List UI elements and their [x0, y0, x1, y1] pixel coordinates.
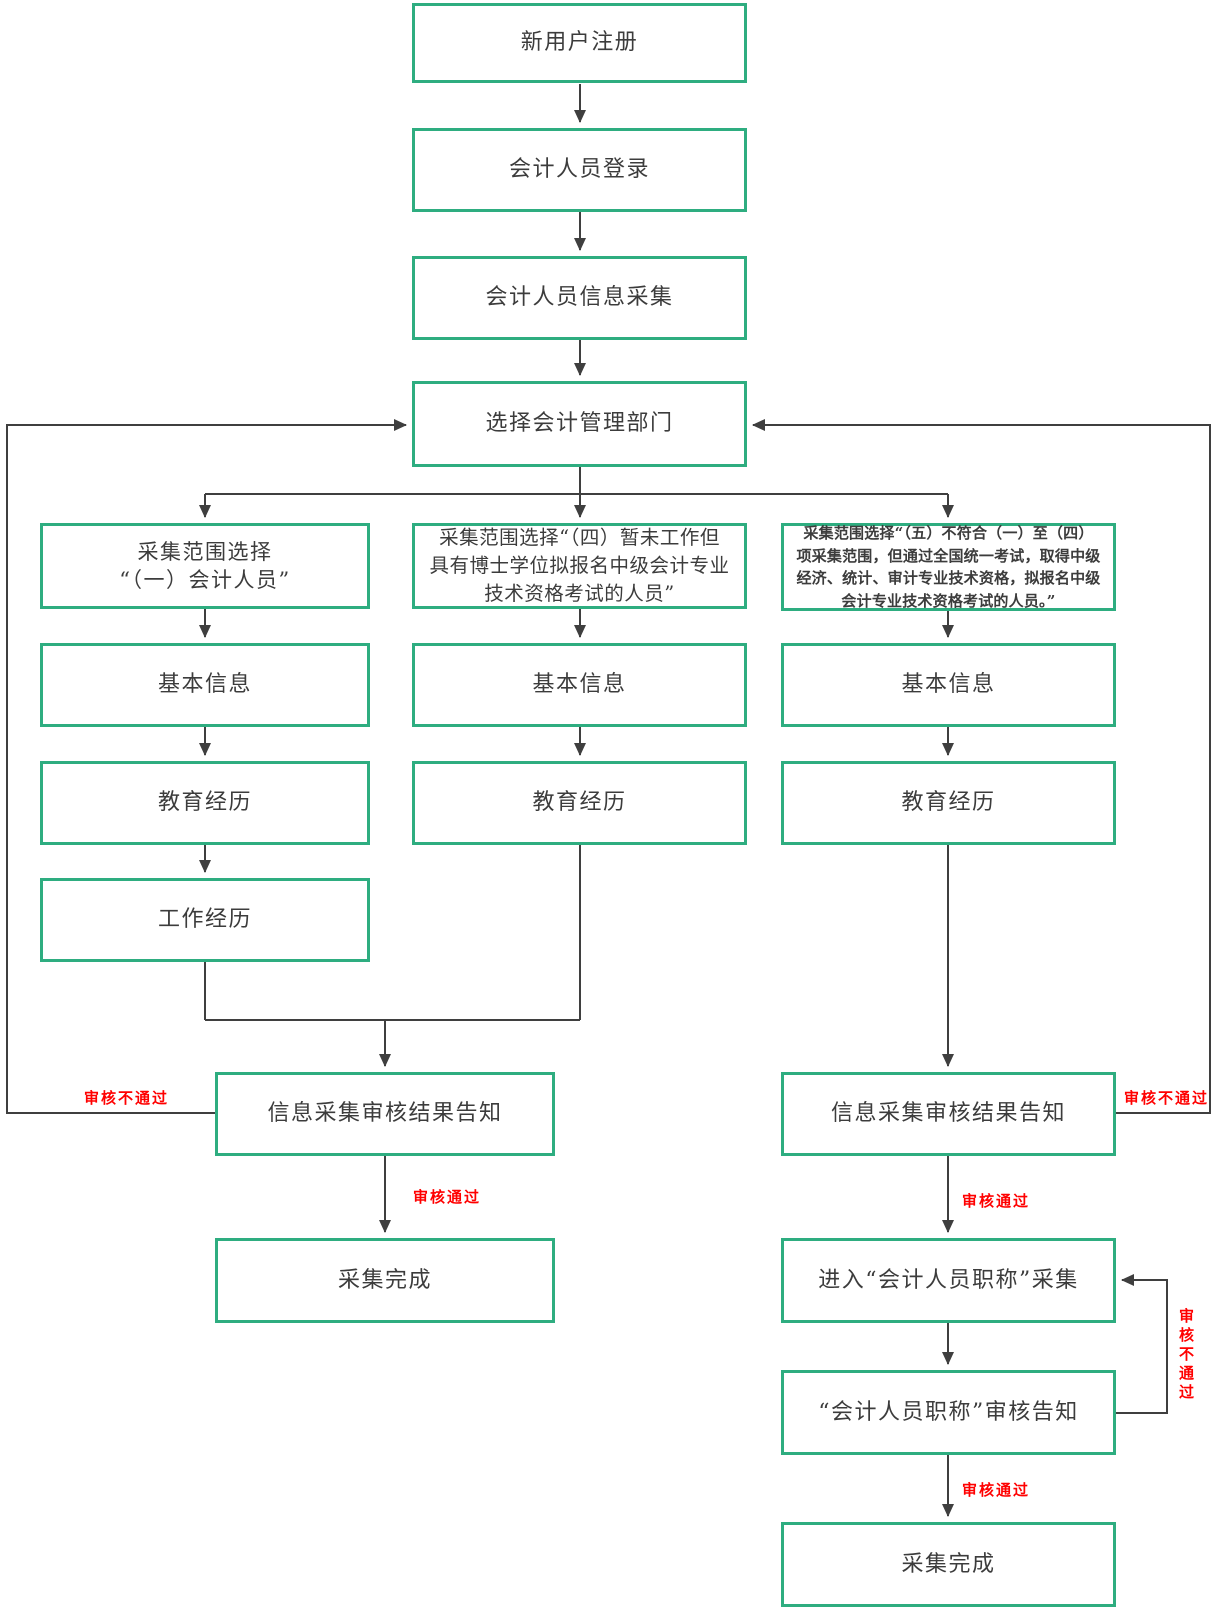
node-scope-five: 采集范围选择“（五）不符合（一）至（四） 项采集范围，但通过全国统一考试，取得中…	[781, 523, 1116, 611]
node-scope-four: 采集范围选择“（四）暂未工作但 具有博士学位拟报名中级会计专业 技术资格考试的人…	[412, 523, 747, 609]
node-basic-info-left: 基本信息	[40, 643, 370, 727]
node-new-user-register: 新用户注册	[412, 3, 747, 83]
node-basic-info-right: 基本信息	[781, 643, 1116, 727]
edge-label-audit-fail-title-loop: 审核不通过	[1177, 1308, 1195, 1403]
node-info-collection: 会计人员信息采集	[412, 256, 747, 340]
edge-label-audit-pass-left: 审核通过	[413, 1188, 482, 1206]
node-accountant-login: 会计人员登录	[412, 128, 747, 212]
edge-label-audit-pass-right-2: 审核通过	[962, 1481, 1031, 1499]
node-select-management-dept: 选择会计管理部门	[412, 381, 747, 467]
edge-label-audit-pass-right-1: 审核通过	[962, 1192, 1031, 1210]
node-collection-done-right: 采集完成	[781, 1522, 1116, 1607]
node-audit-result-left: 信息采集审核结果告知	[215, 1072, 555, 1156]
node-education-left: 教育经历	[40, 761, 370, 845]
node-education-mid: 教育经历	[412, 761, 747, 845]
node-scope-one: 采集范围选择 “（一）会计人员”	[40, 523, 370, 609]
node-basic-info-mid: 基本信息	[412, 643, 747, 727]
node-education-right: 教育经历	[781, 761, 1116, 845]
node-enter-title-collection: 进入“会计人员职称”采集	[781, 1238, 1116, 1323]
edge-label-audit-fail-left: 审核不通过	[84, 1089, 170, 1107]
edge-label-audit-fail-right: 审核不通过	[1124, 1089, 1210, 1107]
node-work-experience: 工作经历	[40, 878, 370, 962]
node-audit-result-right: 信息采集审核结果告知	[781, 1072, 1116, 1156]
node-collection-done-left: 采集完成	[215, 1238, 555, 1323]
node-title-audit-notice: “会计人员职称”审核告知	[781, 1370, 1116, 1455]
